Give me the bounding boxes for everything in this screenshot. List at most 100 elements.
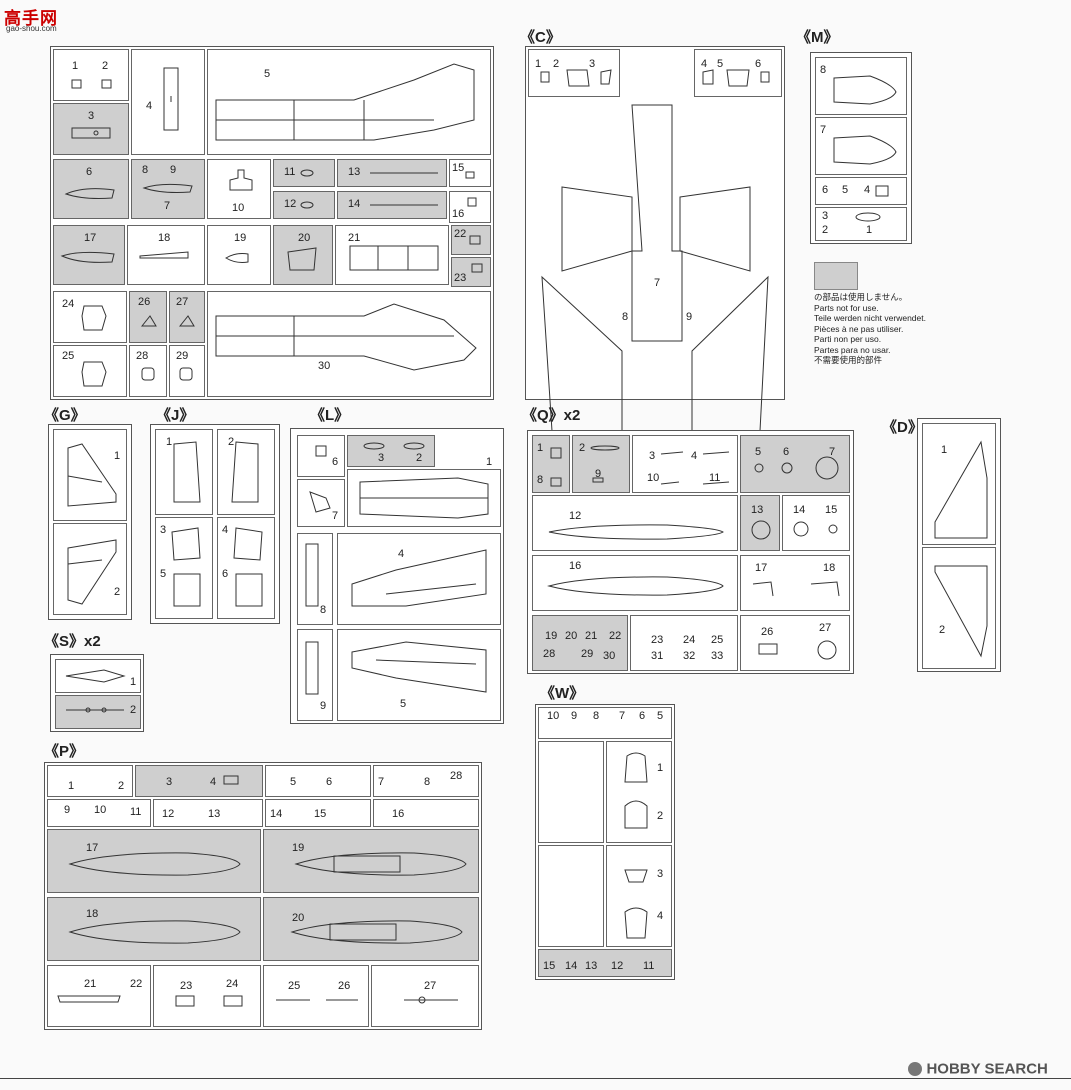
part-number: 14 xyxy=(565,960,578,972)
part-number: 7 xyxy=(164,200,171,212)
part-cell-29: 29 xyxy=(169,345,205,397)
part-number: 6 xyxy=(755,58,762,70)
part-number: 1 xyxy=(535,58,542,70)
part-cell-p-16: 16 xyxy=(373,799,479,827)
part-number: 6 xyxy=(86,166,93,178)
part-number: 31 xyxy=(651,650,664,662)
part-number: 16 xyxy=(392,808,405,820)
part-cell-18: 18 xyxy=(127,225,205,285)
part-number: 26 xyxy=(138,296,151,308)
part-number: 13 xyxy=(585,960,598,972)
part-cell-11: 11 xyxy=(273,159,335,187)
part-cell-l-5: 5 xyxy=(337,629,501,721)
part-cell-27: 27 xyxy=(169,291,205,343)
part-number: 14 xyxy=(270,808,283,820)
part-number: 3 xyxy=(649,450,656,462)
part-number: 2 xyxy=(579,442,586,454)
part-number: 18 xyxy=(823,562,836,574)
part-drawing xyxy=(875,185,889,197)
part-cell-20: 20 xyxy=(273,225,333,285)
part-number: 4 xyxy=(657,910,664,922)
part-number: 9 xyxy=(571,710,578,722)
part-number: 25 xyxy=(62,350,75,362)
part-drawing xyxy=(359,477,489,519)
part-drawing xyxy=(752,581,840,597)
part-cell-l-1: 1 xyxy=(347,456,501,527)
part-number: 5 xyxy=(290,776,297,788)
part-drawing xyxy=(300,201,314,209)
part-cell-5: 5 xyxy=(207,49,491,155)
part-cell-w-1-2: 1 2 xyxy=(606,741,672,843)
sprue-g: 1 2 xyxy=(48,424,132,620)
part-number: 4 xyxy=(398,548,405,560)
part-number: 3 xyxy=(589,58,596,70)
part-cell-23: 23 xyxy=(451,257,491,287)
part-drawing xyxy=(349,245,439,271)
part-cell-d-2: 2 xyxy=(922,547,996,669)
part-drawing xyxy=(276,999,358,1001)
part-number: 22 xyxy=(454,228,467,240)
part-cell-j-4-6: 4 6 xyxy=(217,517,275,619)
sprue-label-p: 《P》 xyxy=(44,743,85,760)
part-number: 1 xyxy=(72,60,79,72)
part-number: 17 xyxy=(755,562,768,574)
part-cell-q-5-7: 5 6 7 xyxy=(740,435,850,493)
part-number: 2 xyxy=(416,452,423,464)
sprue-label-w: 《W》 xyxy=(540,685,585,702)
part-cell-w-small-bottom: 15 14 13 12 11 xyxy=(538,949,672,977)
part-cell-q-17-18: 17 18 xyxy=(740,555,850,611)
part-number: 4 xyxy=(691,450,698,462)
part-number: 9 xyxy=(64,804,71,816)
part-cell-q-26-27: 26 27 xyxy=(740,615,850,671)
part-number: 4 xyxy=(222,524,229,536)
part-cell-p-27: 27 xyxy=(371,965,479,1027)
part-drawing xyxy=(305,543,319,607)
sprue-label-s: 《S》x2 xyxy=(44,633,101,650)
part-number: 1 xyxy=(166,436,173,448)
part-cell-p-9-11: 9 10 11 xyxy=(47,799,151,827)
part-cell-w-empty-1 xyxy=(538,741,604,843)
part-cell-j-1: 1 xyxy=(155,429,213,515)
part-number: 1 xyxy=(486,456,493,468)
part-drawing xyxy=(540,69,612,87)
part-drawing xyxy=(754,456,839,480)
part-number: 2 xyxy=(553,58,560,70)
part-number: 1 xyxy=(130,676,137,688)
part-cell-p-21-22: 21 22 xyxy=(47,965,151,1027)
part-drawing xyxy=(173,441,201,503)
part-number: 9 xyxy=(595,468,602,480)
part-cell-24: 24 xyxy=(53,291,127,343)
part-drawing xyxy=(351,549,487,607)
part-drawing xyxy=(171,527,201,607)
part-number: 7 xyxy=(829,446,836,458)
part-drawing xyxy=(287,247,317,271)
site-logo-subtext: gao-shou.com xyxy=(6,24,57,33)
part-cell-17: 17 xyxy=(53,225,125,285)
part-drawing xyxy=(471,263,483,273)
part-number: 4 xyxy=(210,776,217,788)
part-drawing xyxy=(855,212,881,222)
sprue-label-l: 《L》 xyxy=(310,407,350,424)
tank-drawing xyxy=(68,852,241,876)
sprue-fuselage: 1 2 3 4 5 6 8 9 7 10 11 13 15 12 xyxy=(50,46,494,400)
part-number: 32 xyxy=(683,650,696,662)
part-cell-m-8: 8 xyxy=(815,57,907,115)
part-cell-j-3-5: 3 5 xyxy=(155,517,213,619)
part-drawing xyxy=(225,253,249,263)
part-number: 30 xyxy=(318,360,331,372)
part-cell-1-2: 1 2 xyxy=(53,49,129,101)
part-cell-25: 25 xyxy=(53,345,127,397)
part-cell-q-2-9: 2 9 xyxy=(572,435,630,493)
part-cell-p-17: 17 xyxy=(47,829,261,893)
sprue-p: 1 2 3 4 5 6 7 8 28 9 10 11 12 13 14 15 1… xyxy=(44,762,482,1030)
part-cell-p-19: 19 xyxy=(263,829,479,893)
part-cell-w-small-top: 10 9 8 7 6 5 xyxy=(538,707,672,739)
watermark-icon xyxy=(908,1061,922,1076)
part-number: 3 xyxy=(657,868,664,880)
part-cell-c-4-6: 4 5 6 xyxy=(694,49,782,97)
part-drawing xyxy=(363,442,425,450)
part-number: 6 xyxy=(639,710,646,722)
site-logo: 高手网 gao-shou.com xyxy=(4,4,74,34)
part-number: 14 xyxy=(348,198,361,210)
part-number: 15 xyxy=(314,808,327,820)
